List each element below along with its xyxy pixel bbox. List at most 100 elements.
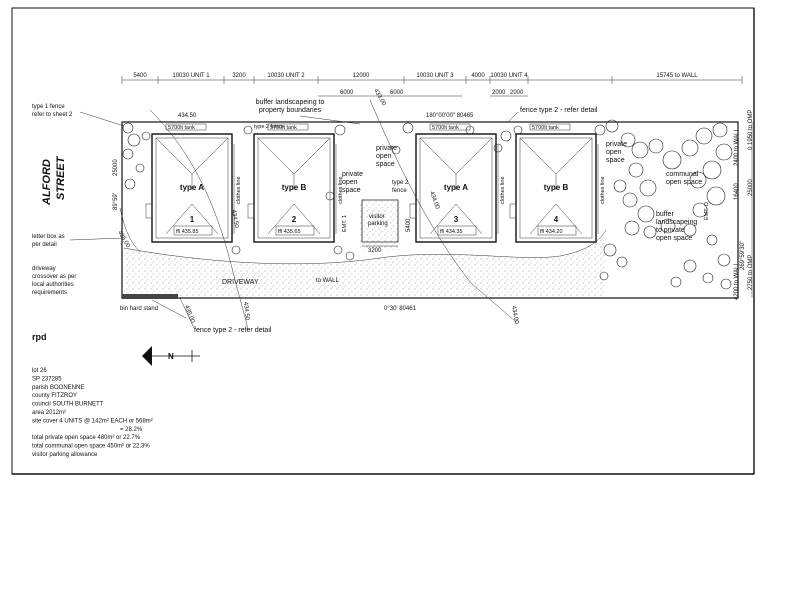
tree [124, 178, 136, 190]
tree [599, 271, 609, 281]
unit-type-label: type A [180, 183, 204, 192]
tree [631, 141, 649, 159]
unit-ffl: ffl 435.85 [176, 229, 199, 235]
dim-top-2: 10030 UNIT 1 [172, 73, 210, 79]
info-line: total private open space 480m² or 22.7% [32, 435, 141, 441]
street-line1: ALFORD [41, 159, 53, 206]
sheet-frame [11, 7, 755, 475]
tree [616, 256, 628, 268]
unit-type-label: type B [544, 183, 569, 192]
street-line2: STREET [55, 155, 67, 200]
unit-number: 1 [190, 215, 195, 224]
tree [141, 131, 151, 141]
tree [706, 186, 726, 206]
bearing-diag4: 435.00 [183, 305, 195, 325]
tree [702, 160, 722, 180]
note-fence2-top: fence type 2 - refer detail [520, 107, 598, 114]
tree [122, 122, 134, 134]
info-line: visitor parking allowance [32, 452, 98, 458]
tree [683, 259, 697, 273]
tree [513, 125, 523, 135]
tank-label: 5700lt tank [168, 125, 195, 131]
note-to-wall: to WALL [316, 278, 339, 284]
tree [683, 223, 697, 237]
tree [639, 179, 657, 197]
unit-1: 5700lt tank type A 1 ffl 435.85 clothes line [145, 123, 242, 243]
tree [624, 220, 640, 236]
unit-plans: 5700lt tank type A 1 ffl 435.85 clothes line… [145, 123, 606, 243]
tree [231, 245, 241, 255]
tree [622, 192, 638, 208]
note-fence2-bottom: fence type 2 - refer detail [194, 327, 272, 334]
bearing-top-mid: 180°00'00" 80465 [426, 113, 474, 119]
north-arrow: N [142, 346, 200, 366]
tree [706, 234, 718, 246]
tree [715, 143, 733, 161]
tree [334, 124, 346, 136]
dim-left: 25000 [113, 159, 119, 176]
driveway-area: DRIVEWAY [123, 200, 607, 296]
bearing-diag1: 434.50 [230, 209, 239, 229]
visitor-parking: visitor parking 3200 5400 [361, 199, 412, 254]
tree [717, 253, 731, 267]
tree [345, 251, 355, 261]
tree [681, 139, 699, 157]
bin-hard-stand: bin hard stand [120, 294, 178, 312]
dim-top-5: 12000 [353, 73, 370, 79]
bearing-bottom: 0°30' 80461 [384, 306, 417, 312]
tree [493, 143, 503, 153]
visitor-depth: 5400 [406, 218, 412, 232]
street-name: ALFORD STREET [41, 155, 67, 206]
tree [689, 171, 707, 189]
clothes-line-label: clothes line [236, 176, 242, 204]
tree [500, 130, 512, 142]
clothes-line-label: clothes line [338, 176, 344, 204]
clothes-line-label: clothes line [600, 176, 606, 204]
visitor-width: 3200 [368, 248, 382, 254]
tank-label: 5700lt tank [432, 125, 459, 131]
dim-right-5: 2750 to OMP [748, 255, 754, 290]
info-line: area 2012m² [32, 410, 66, 416]
dim-sub-4: 2000 [510, 90, 524, 96]
tree [613, 179, 627, 193]
visitor-parking-label-1: visitor [369, 214, 385, 220]
bearing-diag5: 434.00 [428, 191, 440, 211]
driveway-label: DRIVEWAY [222, 279, 259, 286]
dim-top-3: 3200 [232, 73, 246, 79]
tree [325, 191, 335, 201]
tree [122, 148, 134, 160]
landscaping-trees [122, 119, 733, 290]
info-line: total communal open space 450m² or 22.3% [32, 444, 150, 450]
dim-top-6: 10030 UNIT 3 [416, 73, 454, 79]
tree [660, 218, 676, 234]
site-boundary [121, 121, 739, 299]
dim-sub-1: 6000 [340, 90, 354, 96]
right-dimension-chain: 0 1950 to OMP 2400 to WALL 25000 16400 2… [734, 110, 754, 300]
dim-right-1: 0 1950 to OMP [748, 110, 754, 150]
tree [594, 124, 606, 136]
bearing-left: 89°59' [113, 193, 119, 210]
tree [643, 225, 657, 239]
dim-top-9: 15745 to WALL [656, 73, 698, 79]
note-type2-fence-small: type 2 fence [254, 124, 284, 130]
tree [603, 243, 617, 257]
dim-sub-2: 6000 [390, 90, 404, 96]
tree [712, 122, 728, 138]
dim-right-3: 25000 [748, 179, 754, 196]
bin-stand-label: bin hard stand [120, 306, 158, 312]
dim-right-4: 16400 [734, 183, 740, 200]
boundary-bearings: 434.50 180°00'00" 80465 0°30' 80461 269°… [113, 113, 746, 312]
unit-type-label: type A [444, 183, 468, 192]
bearing-diag3: 435.00 [116, 230, 131, 249]
unit-number: 3 [454, 215, 459, 224]
tree [605, 119, 619, 133]
tree [620, 132, 636, 148]
